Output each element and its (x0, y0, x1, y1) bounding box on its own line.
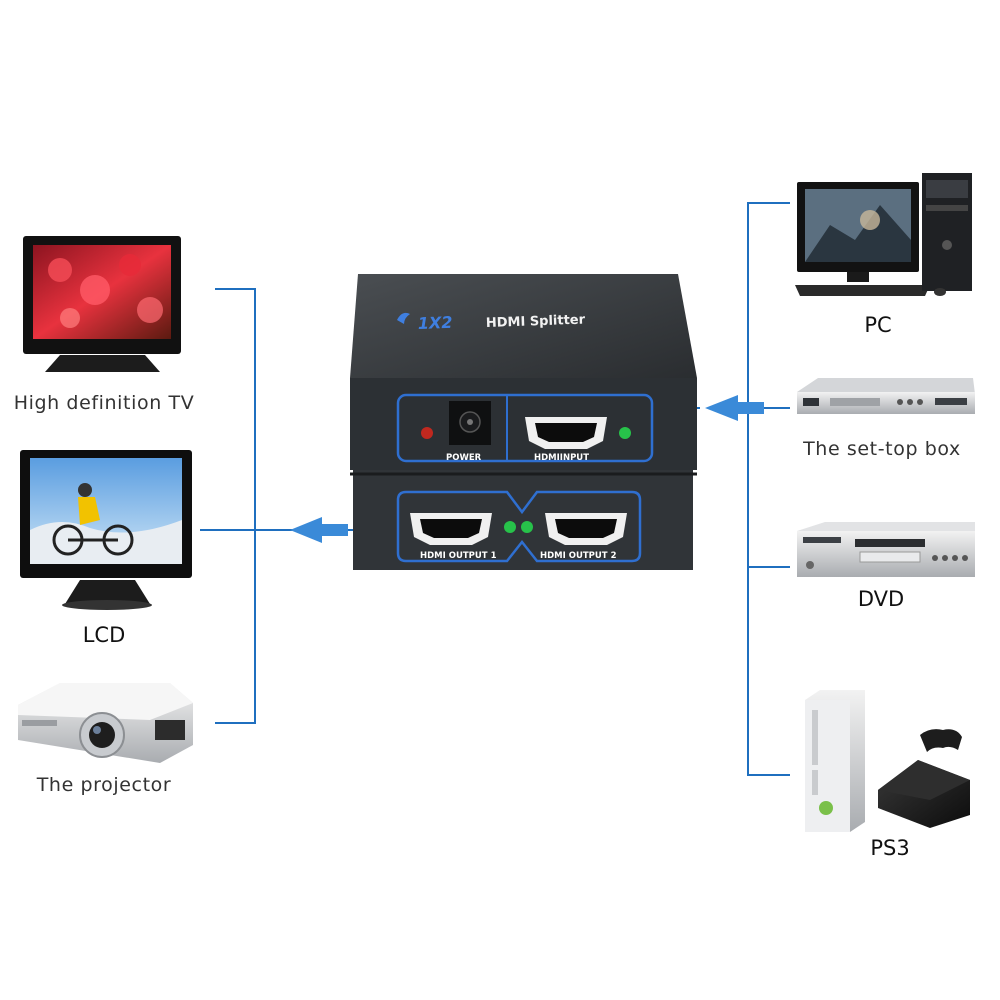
power-label: POWER (446, 453, 482, 463)
hdmi-output1-port-icon (410, 513, 492, 545)
power-led-icon (421, 427, 433, 439)
projector-label: The projector (36, 774, 172, 796)
output1-led-icon (504, 521, 516, 533)
hdmi-output2-port-icon (545, 513, 627, 545)
dvd-label: DVD (857, 587, 905, 611)
input-arrow-icon (705, 395, 764, 421)
pc-label: PC (864, 313, 892, 337)
ps3-console-icon (805, 690, 970, 832)
hdmi-input-port-icon (525, 417, 607, 449)
input-label: HDMIINPUT (534, 453, 589, 463)
projector-icon (18, 683, 193, 763)
set-top-box-label: The set-top box (803, 438, 961, 460)
output2-led-icon (521, 521, 533, 533)
product-text: HDMI Splitter (486, 313, 586, 331)
ps3-label: PS3 (870, 836, 910, 860)
lcd-monitor-icon (20, 450, 192, 610)
brand-text: 1X2 (417, 313, 452, 333)
hdtv-icon (23, 236, 181, 372)
input-led-icon (619, 427, 631, 439)
brand-swirl-icon (397, 312, 410, 324)
output1-label: HDMI OUTPUT 1 (420, 551, 497, 561)
lcd-label: LCD (82, 623, 126, 647)
dvd-player-icon (797, 522, 975, 577)
output2-label: HDMI OUTPUT 2 (540, 551, 617, 561)
set-top-box-icon (797, 378, 975, 414)
hdmi-splitter-device (350, 274, 697, 570)
output-arrow-icon (290, 517, 348, 543)
hdtv-label: High definition TV (13, 392, 195, 414)
pc-icon (795, 173, 972, 296)
